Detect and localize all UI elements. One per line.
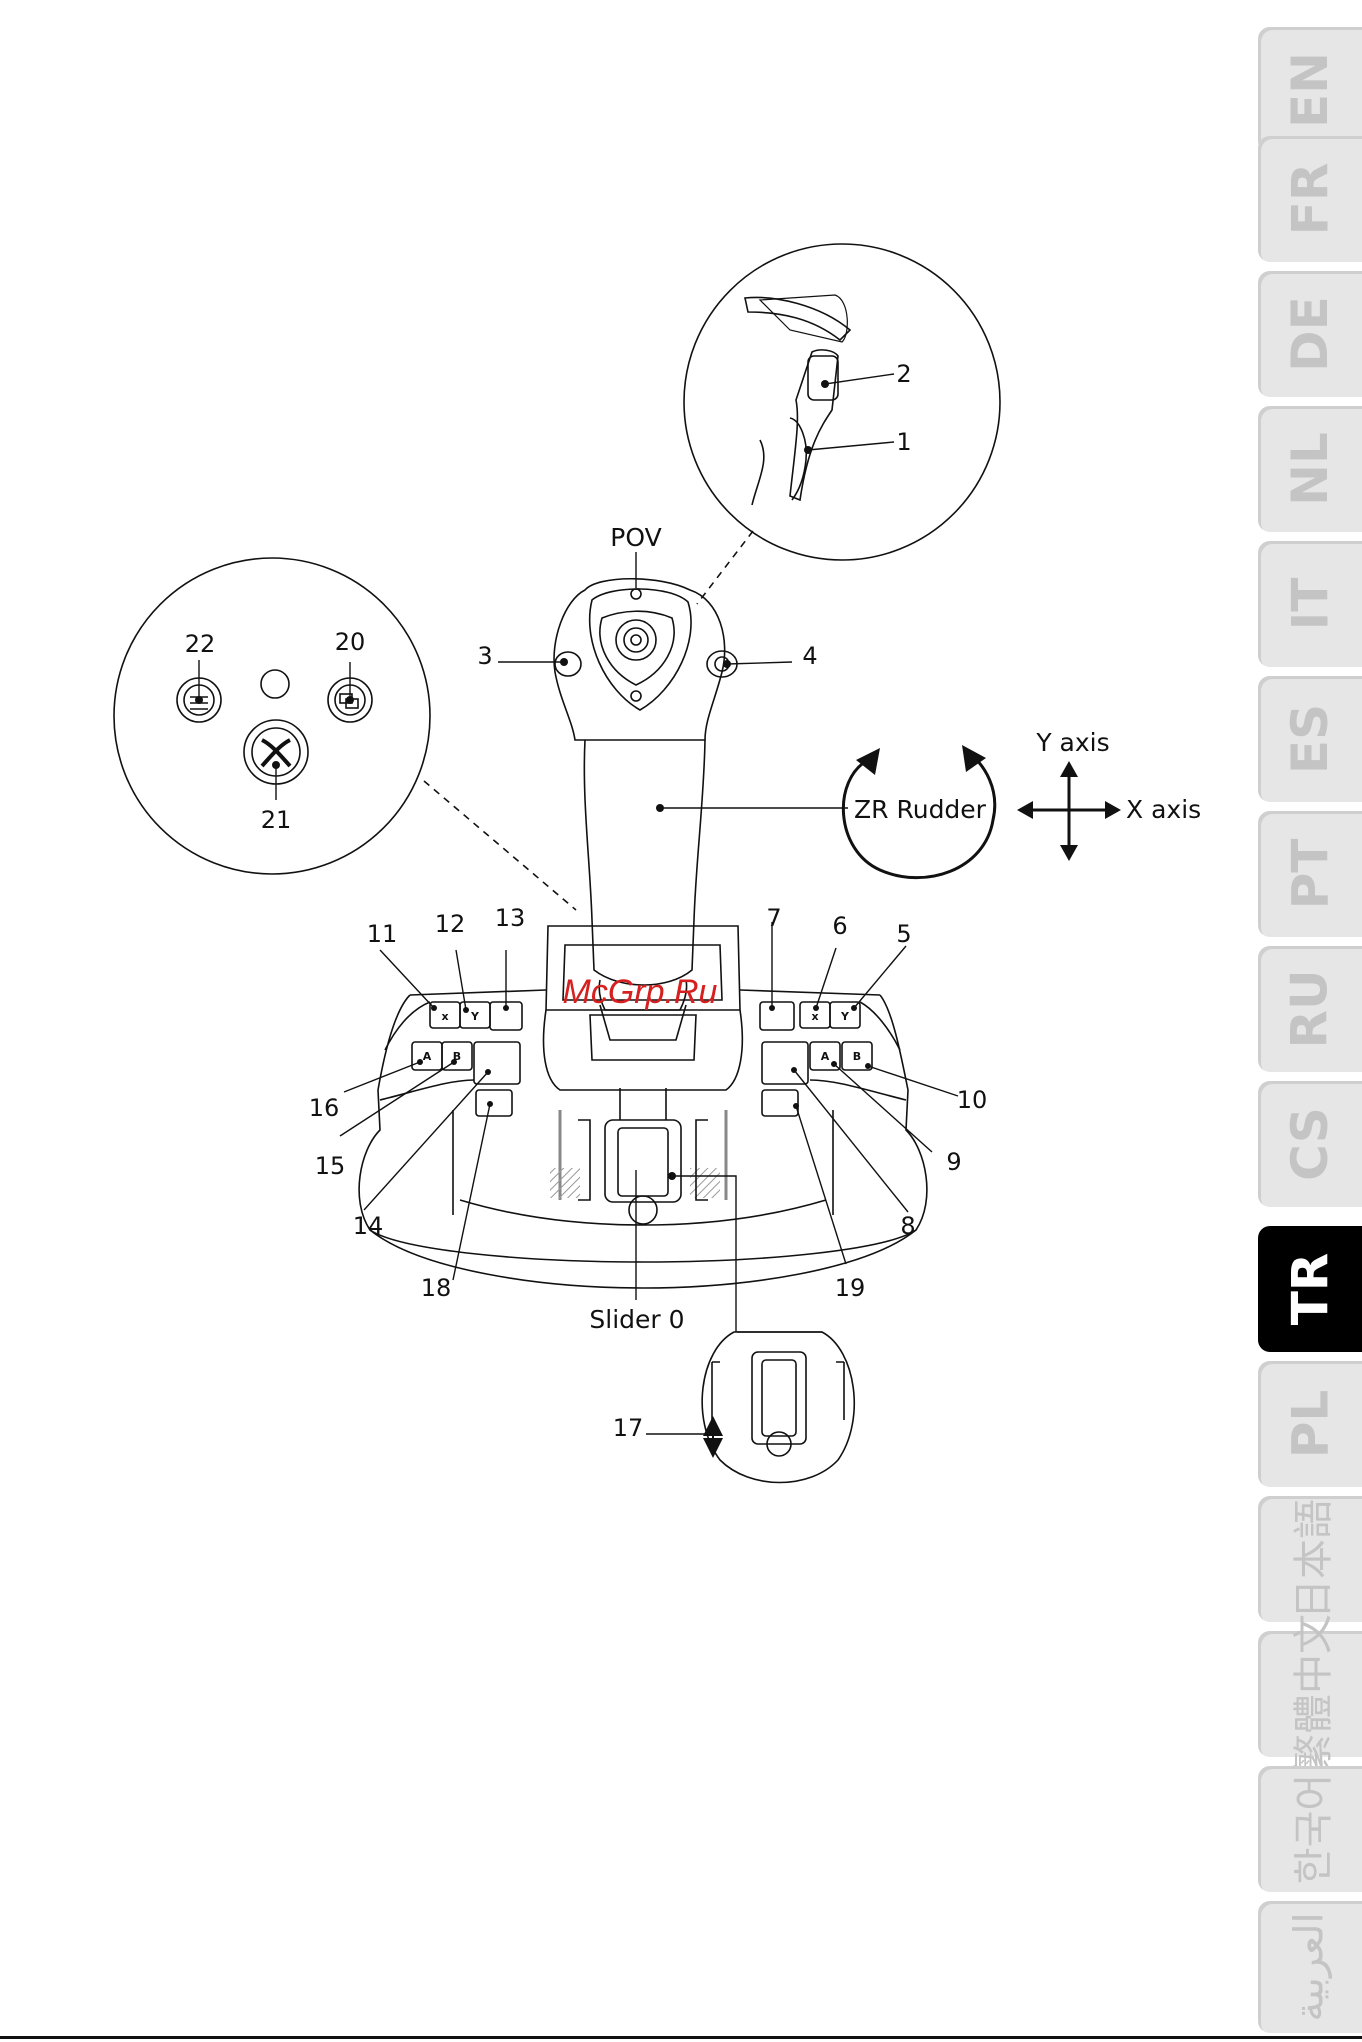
lang-tab-label: IT <box>1281 578 1339 631</box>
lang-tab-label: DE <box>1281 296 1339 372</box>
lang-tab-ru[interactable]: RU <box>1258 946 1362 1072</box>
lang-tab-ja[interactable]: 日本語 <box>1258 1496 1362 1622</box>
light-indicator <box>261 670 289 698</box>
glyph-x-right: x <box>811 1010 818 1023</box>
callout-16: 16 <box>309 1094 340 1122</box>
bottom-rule <box>0 2036 1362 2039</box>
lang-tab-ar[interactable]: العربية <box>1258 1901 1362 2033</box>
lang-tab-cs[interactable]: CS <box>1258 1081 1362 1207</box>
callout-13: 13 <box>495 904 526 932</box>
joystick-head <box>554 579 737 740</box>
watermark: McGrp.Ru <box>563 973 718 1011</box>
callout-20: 20 <box>335 628 366 656</box>
glyph-a-left: A <box>423 1050 432 1063</box>
glyph-a-right: A <box>821 1050 830 1063</box>
lang-tab-nl[interactable]: NL <box>1258 406 1362 532</box>
label-x-axis: X axis <box>1126 795 1201 824</box>
glyph-b-right: B <box>853 1050 861 1063</box>
lang-tab-zh[interactable]: 繁體中文 <box>1258 1631 1362 1757</box>
button-19 <box>762 1090 798 1116</box>
trigger-detail-circle <box>684 244 1000 560</box>
slider-0 <box>605 1120 681 1202</box>
pov-hat <box>616 620 656 660</box>
callout-11: 11 <box>367 920 398 948</box>
label-zr-rudder: ZR Rudder <box>854 795 987 824</box>
callout-19: 19 <box>835 1274 866 1302</box>
callout-12: 12 <box>435 910 466 938</box>
glyph-y-left: Y <box>470 1010 480 1023</box>
lang-tab-tr[interactable]: TR <box>1258 1226 1362 1352</box>
button-7 <box>760 1002 794 1030</box>
slider-detail <box>702 1332 854 1483</box>
lang-tab-label: العربية <box>1287 1912 1333 2021</box>
callout-15: 15 <box>315 1152 346 1180</box>
leader-dots <box>195 380 871 1180</box>
label-pov: POV <box>610 523 661 552</box>
callout-6: 6 <box>832 912 847 940</box>
lang-tab-label: EN <box>1281 52 1339 128</box>
lang-tab-ko[interactable]: 한국어 <box>1258 1766 1362 1892</box>
glyph-y-right: Y <box>840 1010 850 1023</box>
lang-tab-label: PL <box>1281 1390 1339 1459</box>
callout-9: 9 <box>946 1148 961 1176</box>
lang-tab-label: ES <box>1281 704 1339 774</box>
lang-tab-es[interactable]: ES <box>1258 676 1362 802</box>
glyph-b-left: B <box>453 1050 461 1063</box>
callout-5: 5 <box>896 920 911 948</box>
label-slider: Slider 0 <box>589 1305 684 1334</box>
callout-21: 21 <box>261 806 292 834</box>
button-3 <box>555 652 581 676</box>
lang-tab-label: 繁體中文 <box>1281 1614 1339 1774</box>
lang-tab-fr[interactable]: FR <box>1258 136 1362 262</box>
callout-4: 4 <box>802 642 817 670</box>
button-8 <box>762 1042 808 1084</box>
lang-tab-label: PT <box>1281 839 1339 910</box>
lang-tab-en[interactable]: EN <box>1258 27 1362 153</box>
callout-7: 7 <box>766 904 781 932</box>
lang-tab-label: RU <box>1281 969 1339 1048</box>
callout-2: 2 <box>896 360 911 388</box>
joystick-grip <box>584 740 705 1010</box>
lang-tab-pl[interactable]: PL <box>1258 1361 1362 1487</box>
callout-8: 8 <box>900 1212 915 1240</box>
lang-tab-it[interactable]: IT <box>1258 541 1362 667</box>
lang-tab-label: NL <box>1281 432 1339 506</box>
lang-tab-pt[interactable]: PT <box>1258 811 1362 937</box>
lang-tab-de[interactable]: DE <box>1258 271 1362 397</box>
lang-tab-label: 日本語 <box>1281 1499 1339 1619</box>
callout-1: 1 <box>896 428 911 456</box>
lang-tab-label: 한국어 <box>1281 1774 1339 1884</box>
lang-tab-label: CS <box>1281 1107 1339 1181</box>
callout-22: 22 <box>185 630 216 658</box>
button-18 <box>476 1090 512 1116</box>
glyph-x-left: x <box>441 1010 448 1023</box>
lang-tab-label: TR <box>1281 1253 1339 1326</box>
callout-10: 10 <box>957 1086 988 1114</box>
lang-tab-label: FR <box>1281 163 1339 236</box>
button-14 <box>474 1042 520 1084</box>
callout-17: 17 <box>613 1414 644 1442</box>
callout-3: 3 <box>477 642 492 670</box>
callout-18: 18 <box>421 1274 452 1302</box>
label-y-axis: Y axis <box>1035 728 1109 757</box>
callout-14: 14 <box>353 1212 384 1240</box>
